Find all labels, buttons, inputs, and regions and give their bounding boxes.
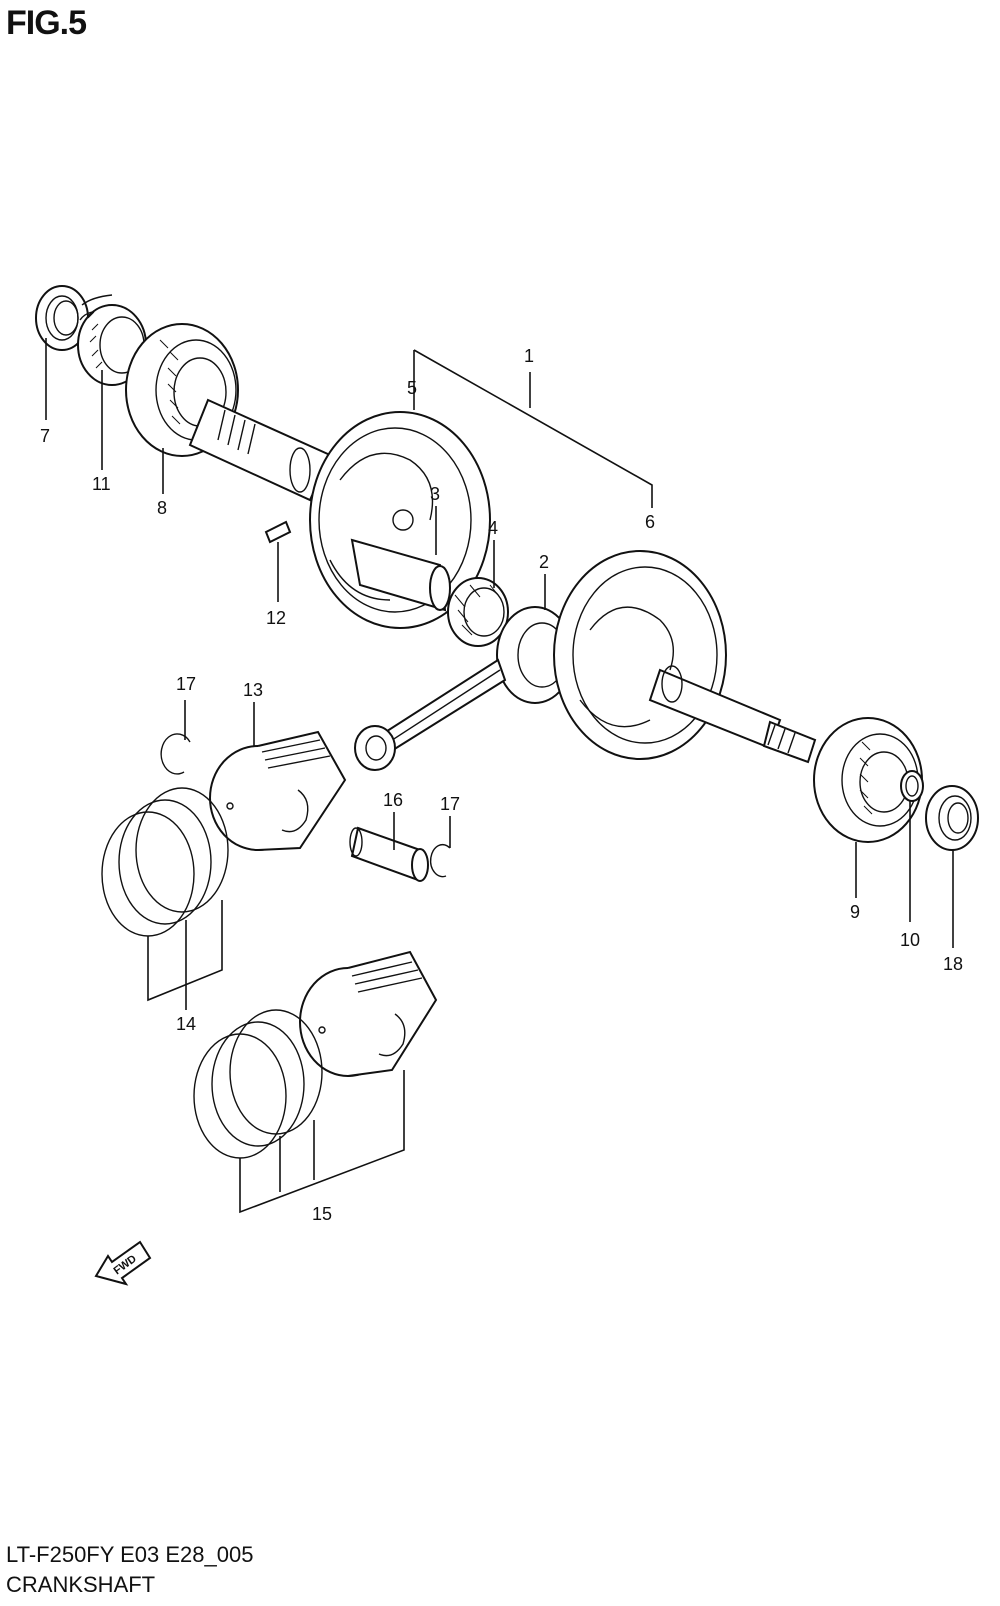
callout-12: 12 [266,608,286,628]
fwd-arrow-icon: FWD [94,1240,152,1286]
callout-14: 14 [176,1014,196,1034]
needle-bearing [447,577,509,647]
model-code: LT-F250FY E03 E28_005 [6,1542,254,1567]
leader-lines [45,338,954,1214]
piston-upper [209,730,347,851]
callout-5: 5 [407,378,417,398]
callout-8: 8 [157,498,167,518]
callout-13: 13 [243,680,263,700]
key [264,520,292,544]
figure-name: CRANKSHAFT [6,1572,156,1597]
o-ring [900,770,924,802]
piston-rings-upper [101,787,229,937]
callout-17b: 17 [440,794,460,814]
piston-lower [299,950,438,1077]
callout-labels: 1 5 3 6 4 2 7 11 8 12 17 13 16 17 9 10 1… [40,346,963,1224]
callout-1: 1 [524,346,534,366]
bearing-right [813,717,923,843]
callout-15: 15 [312,1204,332,1224]
callout-6: 6 [645,512,655,532]
callout-9: 9 [850,902,860,922]
crank-pin [350,538,451,612]
callout-3: 3 [430,484,440,504]
oil-seal-right [925,785,979,851]
crank-web-right [553,550,727,760]
callout-18: 18 [943,954,963,974]
connecting-rod [354,606,574,771]
piston-pin [349,826,429,882]
crankshaft-left-shaft [188,398,332,502]
callout-10: 10 [900,930,920,950]
callout-7: 7 [40,426,50,446]
figure-title: FIG.5 [6,4,87,42]
callout-4: 4 [488,518,498,538]
piston-pin-circlip-right [429,843,451,878]
piston-pin-circlip-left [160,733,191,775]
callout-16: 16 [383,790,403,810]
crankshaft-right-shaft [648,665,817,764]
callout-2: 2 [539,552,549,572]
callout-17a: 17 [176,674,196,694]
callout-11: 11 [92,474,111,494]
